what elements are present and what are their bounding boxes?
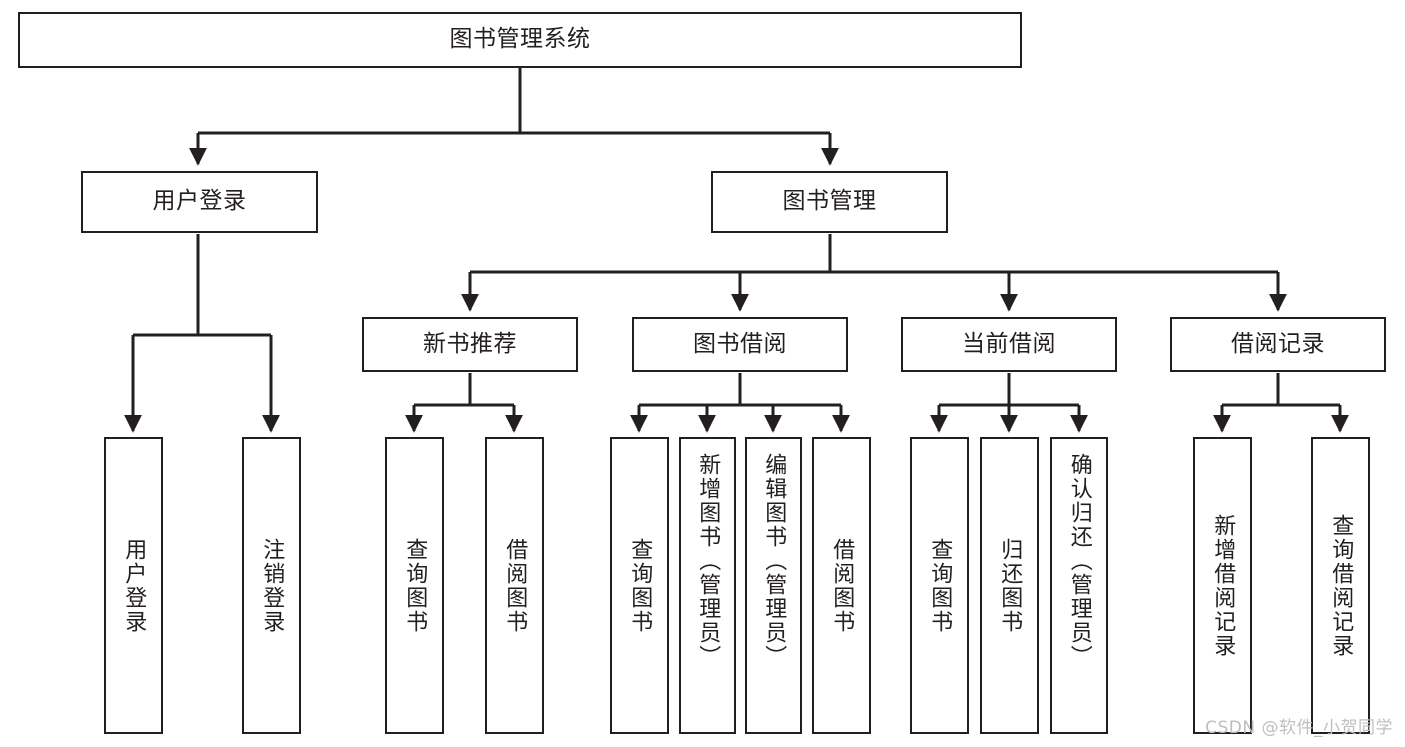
node-leaf-add-borrow-record-label: 新增借阅记录 bbox=[1210, 513, 1236, 658]
node-current-borrow-label: 当前借阅 bbox=[962, 330, 1056, 357]
node-root[interactable]: 图书管理系统 bbox=[18, 12, 1022, 68]
node-leaf-logout[interactable]: 注销登录 bbox=[242, 437, 301, 734]
node-leaf-user-login-label: 用户登录 bbox=[121, 537, 147, 634]
node-leaf-borrow-book-1-label: 借阅图书 bbox=[502, 537, 528, 634]
node-leaf-borrow-book-2[interactable]: 借阅图书 bbox=[812, 437, 871, 734]
node-leaf-logout-label: 注销登录 bbox=[259, 537, 285, 634]
node-root-label: 图书管理系统 bbox=[449, 26, 591, 53]
node-leaf-query-book-3[interactable]: 查询图书 bbox=[910, 437, 969, 734]
node-leaf-add-book-admin-label: 新增图书（管理员） bbox=[695, 453, 721, 669]
node-borrow-record-label: 借阅记录 bbox=[1231, 330, 1325, 357]
node-leaf-query-borrow-record[interactable]: 查询借阅记录 bbox=[1311, 437, 1370, 734]
node-book-borrow[interactable]: 图书借阅 bbox=[632, 317, 848, 372]
node-leaf-return-book[interactable]: 归还图书 bbox=[980, 437, 1039, 734]
node-leaf-query-book-2-label: 查询图书 bbox=[627, 537, 653, 634]
node-leaf-add-borrow-record[interactable]: 新增借阅记录 bbox=[1193, 437, 1252, 734]
node-current-borrow[interactable]: 当前借阅 bbox=[901, 317, 1117, 372]
node-user-login[interactable]: 用户登录 bbox=[81, 171, 318, 233]
node-leaf-query-book-3-label: 查询图书 bbox=[927, 537, 953, 634]
node-leaf-borrow-book-2-label: 借阅图书 bbox=[829, 537, 855, 634]
node-user-login-label: 用户登录 bbox=[152, 188, 247, 215]
node-leaf-user-login[interactable]: 用户登录 bbox=[104, 437, 163, 734]
node-book-borrow-label: 图书借阅 bbox=[693, 330, 787, 357]
node-leaf-return-book-label: 归还图书 bbox=[997, 537, 1023, 634]
node-leaf-query-book-1-label: 查询图书 bbox=[402, 537, 428, 634]
node-new-book-recommend-label: 新书推荐 bbox=[423, 330, 517, 357]
node-book-manage-label: 图书管理 bbox=[782, 188, 877, 215]
csdn-watermark: CSDN @软件_小贺同学 bbox=[1205, 718, 1393, 738]
node-book-manage[interactable]: 图书管理 bbox=[711, 171, 948, 233]
node-leaf-query-book-1[interactable]: 查询图书 bbox=[385, 437, 444, 734]
node-new-book-recommend[interactable]: 新书推荐 bbox=[362, 317, 578, 372]
node-leaf-add-book-admin[interactable]: 新增图书（管理员） bbox=[679, 437, 736, 734]
node-leaf-edit-book-admin-label: 编辑图书（管理员） bbox=[761, 453, 787, 669]
node-leaf-borrow-book-1[interactable]: 借阅图书 bbox=[485, 437, 544, 734]
node-leaf-confirm-return-admin[interactable]: 确认归还（管理员） bbox=[1050, 437, 1108, 734]
node-leaf-query-borrow-record-label: 查询借阅记录 bbox=[1328, 513, 1354, 658]
node-leaf-edit-book-admin[interactable]: 编辑图书（管理员） bbox=[745, 437, 802, 734]
node-leaf-confirm-return-admin-label: 确认归还（管理员） bbox=[1066, 453, 1092, 669]
node-borrow-record[interactable]: 借阅记录 bbox=[1170, 317, 1386, 372]
node-leaf-query-book-2[interactable]: 查询图书 bbox=[610, 437, 669, 734]
